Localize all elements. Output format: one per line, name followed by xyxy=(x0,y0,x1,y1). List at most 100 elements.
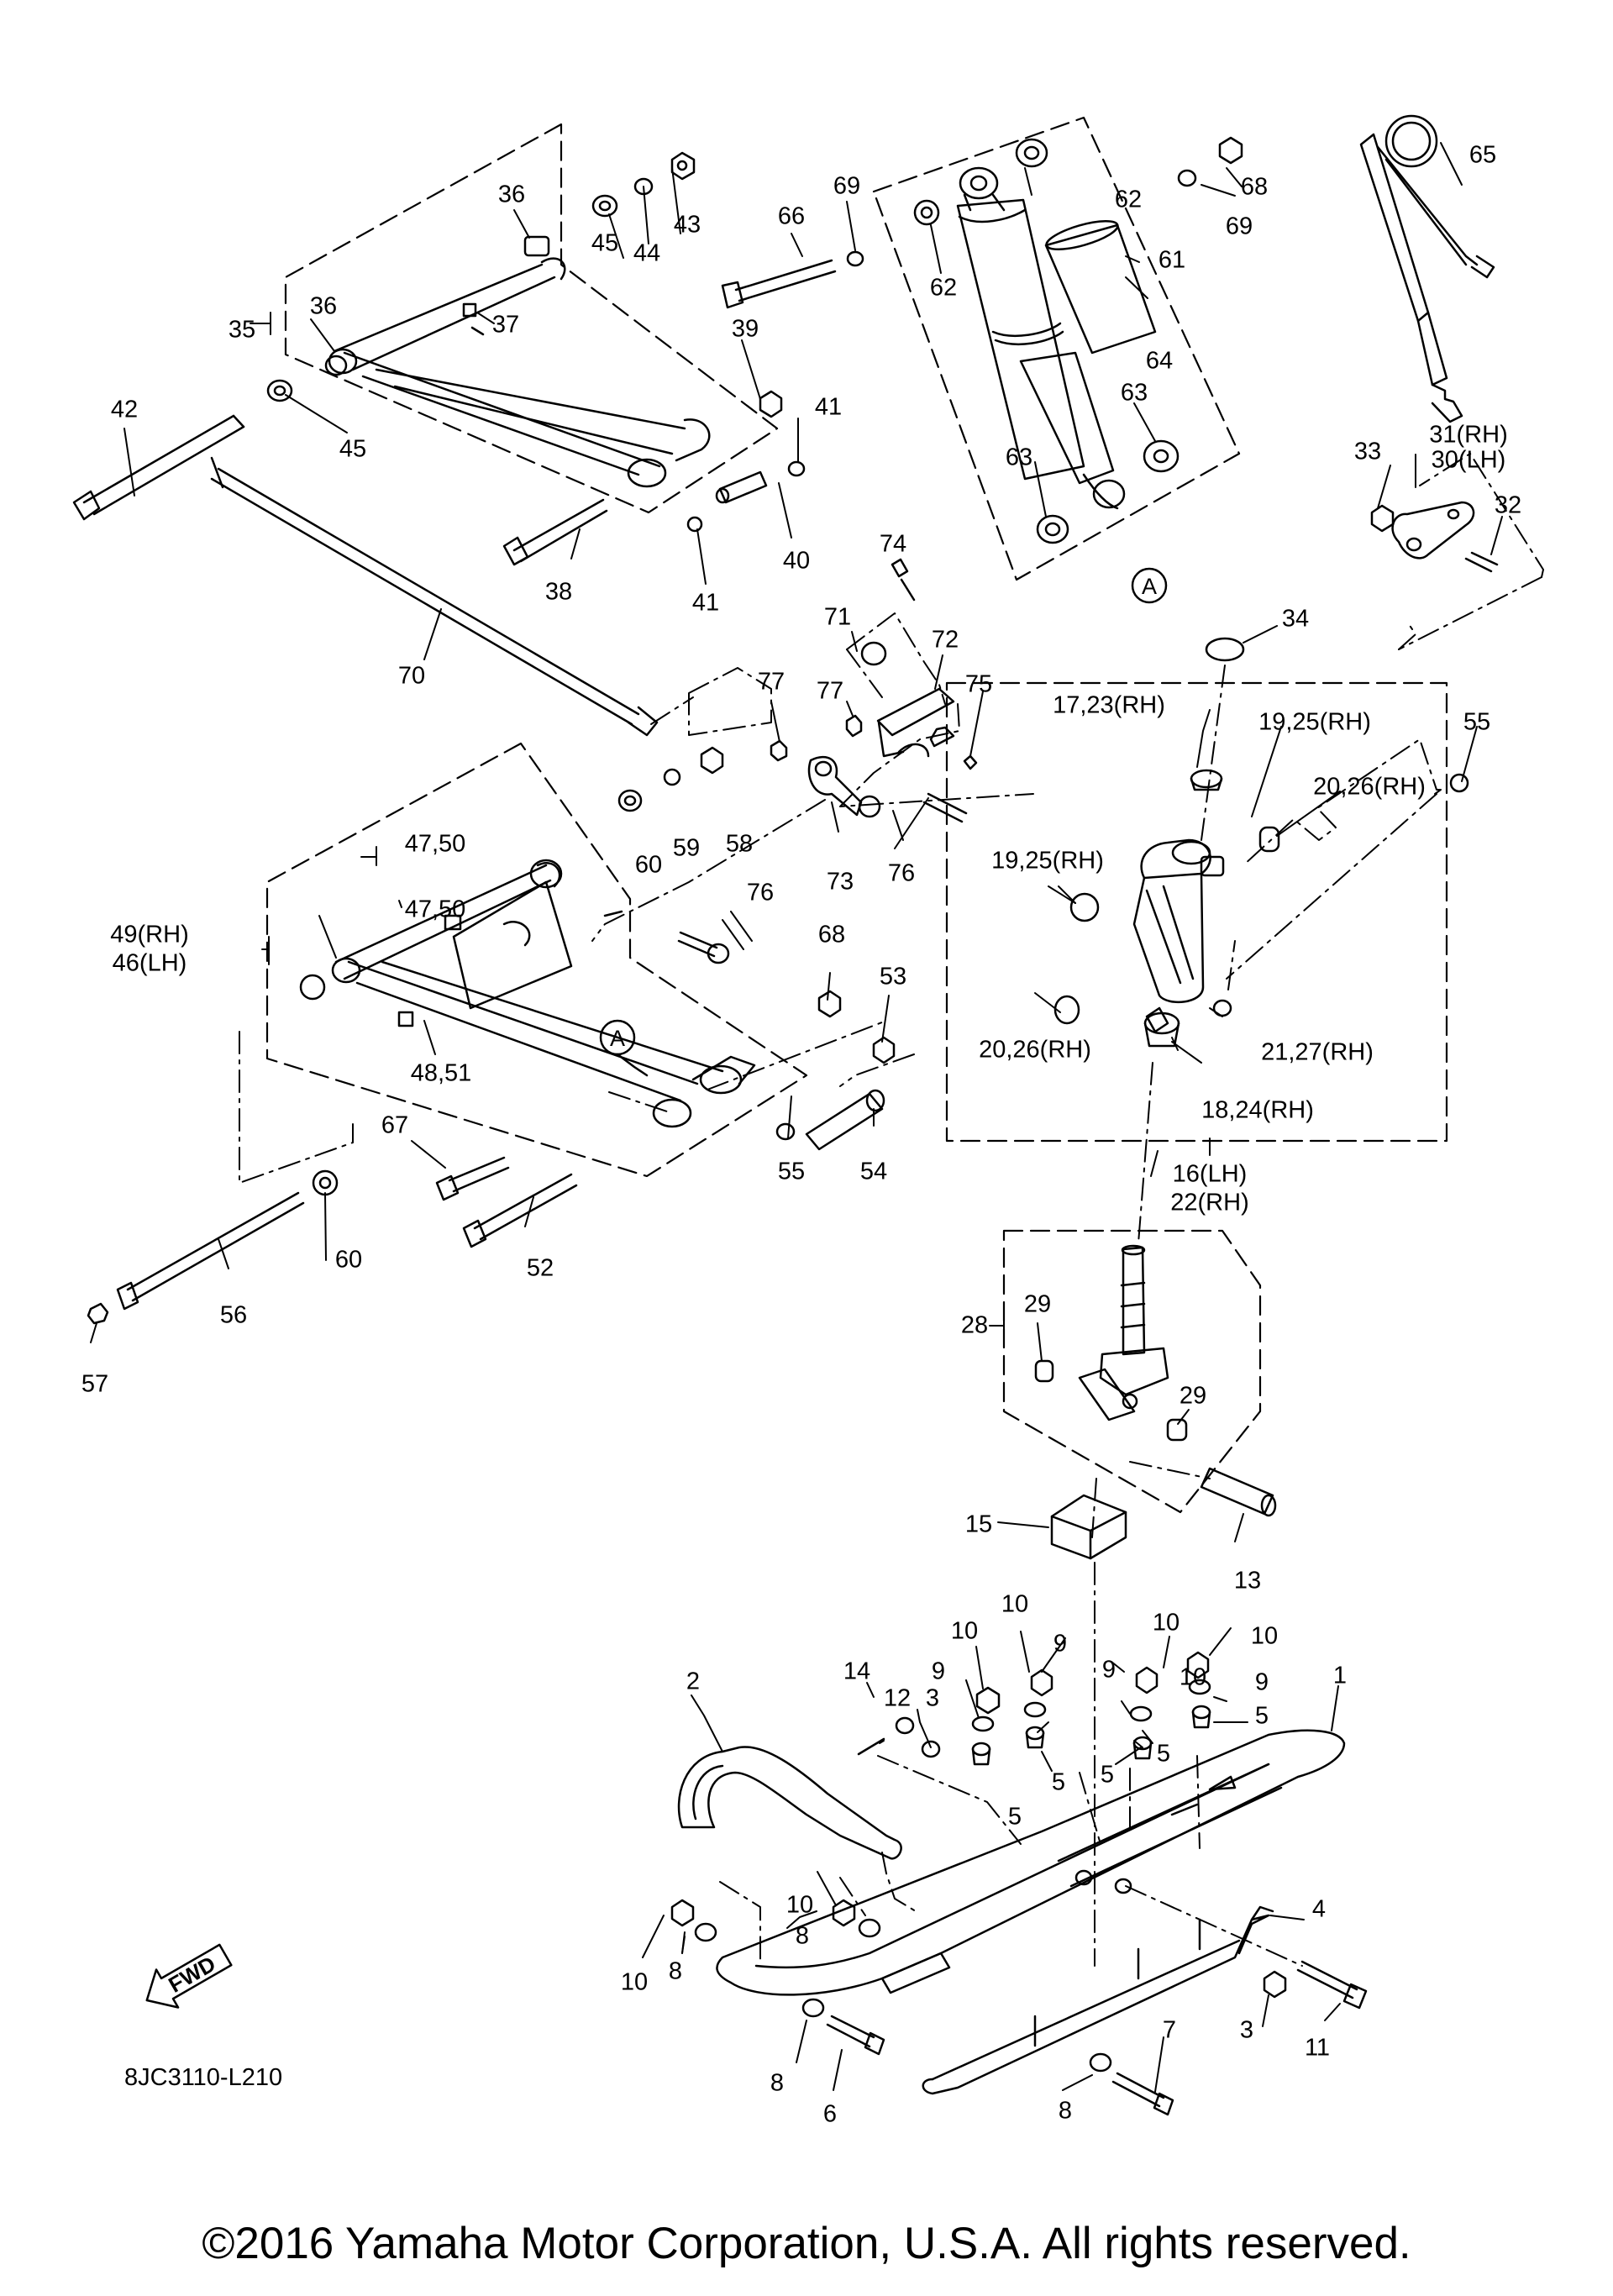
bolt-42 xyxy=(72,414,245,521)
steering-gauge-65 xyxy=(1359,114,1495,423)
callout-a-arm: A xyxy=(599,1019,649,1077)
part-label: 55 xyxy=(777,1158,806,1185)
part-label: 10 xyxy=(950,1617,979,1645)
part-label: 11 xyxy=(1304,2034,1331,2062)
bolt-66 xyxy=(721,250,864,309)
part-label: 29 xyxy=(1179,1382,1207,1410)
part-label: 8 xyxy=(770,2069,785,2097)
part-label: 10 xyxy=(1179,1663,1207,1691)
part-label: 42 xyxy=(110,396,139,423)
part-label: 5 xyxy=(1100,1761,1115,1789)
upper-arm-group-box xyxy=(284,123,779,514)
part-label: 47,50 xyxy=(404,896,466,923)
callout-a-arm-label: A xyxy=(610,1026,625,1051)
part-label: 70 xyxy=(397,662,426,690)
part-label: 4 xyxy=(1311,1895,1327,1923)
part-label: 45 xyxy=(339,435,367,463)
part-label: 57 xyxy=(81,1370,109,1398)
part-label: 10 xyxy=(1250,1622,1279,1650)
part-label: 33 xyxy=(1353,438,1382,465)
part-label: 8 xyxy=(795,1922,810,1950)
part-label: 34 xyxy=(1281,605,1310,633)
part-label: 58 xyxy=(725,830,754,858)
part-label: 44 xyxy=(633,239,661,267)
ski-body xyxy=(716,1729,1346,1996)
part-label: 37 xyxy=(491,311,520,339)
part-label: 19,25(RH) xyxy=(991,847,1104,875)
part-label: 35 xyxy=(228,316,256,344)
part-label: 10 xyxy=(1001,1590,1029,1618)
part-label: 8 xyxy=(1058,2097,1073,2125)
part-label: 52 xyxy=(526,1254,554,1282)
part-label: 1 xyxy=(1332,1662,1348,1689)
part-label: 6 xyxy=(822,2100,838,2128)
part-label: 41 xyxy=(691,589,720,617)
part-label: 5 xyxy=(1254,1702,1269,1730)
part-label: 74 xyxy=(879,530,907,558)
part-label: 63 xyxy=(1120,379,1148,407)
lower-a-arm xyxy=(299,859,756,1128)
part-label: 30(LH) xyxy=(1431,446,1506,474)
bolt-52 xyxy=(462,1173,578,1248)
part-label: 62 xyxy=(1114,186,1143,213)
part-label: 64 xyxy=(1145,347,1174,375)
part-label: 77 xyxy=(816,677,844,705)
part-label: 3 xyxy=(1239,2016,1254,2044)
part-label: 49(RH) xyxy=(110,921,189,948)
part-label: 5 xyxy=(1007,1803,1022,1831)
bushing-13 xyxy=(1200,1467,1277,1517)
part-label: 17,23(RH) xyxy=(1053,691,1165,719)
label-leaders xyxy=(90,142,1503,2093)
part-label: 39 xyxy=(731,315,759,343)
shock-absorber xyxy=(956,166,1126,510)
part-label: 9 xyxy=(1101,1656,1116,1684)
bolt-38 xyxy=(502,498,608,566)
spindle xyxy=(1034,1244,1188,1442)
part-label: 36 xyxy=(309,292,338,320)
ski-hardware xyxy=(670,1651,1287,2073)
steering-link xyxy=(770,558,978,823)
part-label: 45 xyxy=(591,229,619,257)
part-label: 18,24(RH) xyxy=(1201,1096,1314,1124)
part-label: 46(LH) xyxy=(112,949,187,977)
ski-handle xyxy=(677,1746,902,1860)
forward-arrow-label: FWD xyxy=(164,1951,219,1998)
reference-code: 8JC3110-L210 xyxy=(124,2064,283,2091)
part-label: 9 xyxy=(1053,1630,1068,1658)
shock-bushings xyxy=(913,136,1243,544)
part-label: 22(RH) xyxy=(1170,1189,1249,1216)
part-label: 68 xyxy=(817,921,846,948)
part-label: 61 xyxy=(1158,246,1186,274)
part-label: 36 xyxy=(497,181,526,208)
part-label: 53 xyxy=(879,963,907,990)
part-label: 31(RH) xyxy=(1429,421,1508,449)
part-label: 67 xyxy=(381,1111,409,1139)
block-15 xyxy=(1050,1494,1127,1560)
ski-bolts xyxy=(826,1960,1368,2116)
callout-a-shock-label: A xyxy=(1142,574,1157,599)
part-label: 47,50 xyxy=(404,830,466,858)
part-label: 60 xyxy=(334,1246,363,1274)
part-label: 8 xyxy=(668,1957,683,1985)
part-label: 76 xyxy=(887,859,916,887)
part-label: 32 xyxy=(1494,491,1522,519)
part-label: 69 xyxy=(1225,213,1253,240)
lower-arm-hardware xyxy=(312,746,896,1196)
part-label: 59 xyxy=(672,834,701,862)
part-label: 56 xyxy=(219,1301,248,1329)
part-label: 60 xyxy=(634,851,663,879)
part-label: 21,27(RH) xyxy=(1261,1038,1374,1066)
part-label: 20,26(RH) xyxy=(1313,773,1426,801)
part-label: 12 xyxy=(883,1684,912,1712)
part-label: 2 xyxy=(686,1668,701,1695)
part-label: 65 xyxy=(1469,141,1497,169)
bolt-56 xyxy=(116,1191,305,1311)
callout-a-shock: A xyxy=(1131,567,1168,604)
part-label: 72 xyxy=(931,626,959,654)
part-label: 62 xyxy=(929,274,958,302)
part-label: 73 xyxy=(826,868,854,896)
nut-57 xyxy=(87,1302,109,1325)
spindle-housing xyxy=(1053,769,1469,1048)
part-label: 9 xyxy=(1254,1668,1269,1696)
